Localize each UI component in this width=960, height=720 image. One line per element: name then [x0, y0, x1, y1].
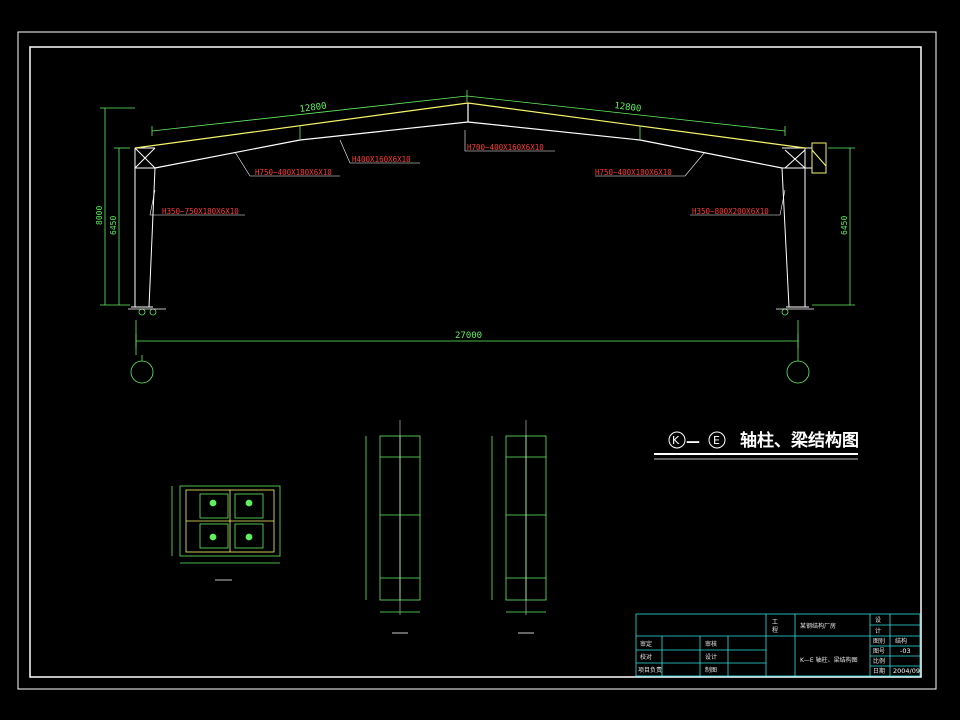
- label-leaders: [149, 130, 786, 216]
- tb-label-gong: 工: [772, 619, 778, 626]
- tb-sheet-no: -03: [900, 647, 911, 655]
- tb-label-cheng: 程: [772, 626, 778, 634]
- tb-left-label-4: 项目负责: [638, 666, 662, 674]
- tb-left-label-5: 制图: [705, 666, 717, 674]
- label-left-rafter: H750~400X180X6X10: [255, 168, 332, 177]
- label-right-column: H350~800X200X6X10: [692, 207, 769, 216]
- portal-frame: 12800 12800 27000 8000 6450 6450 H350~75…: [95, 90, 855, 384]
- right-column: [781, 142, 827, 308]
- base-plate-detail: [171, 485, 281, 581]
- label-mid-rafter: H400X160X6X10: [352, 155, 411, 164]
- flange-detail-1: [365, 420, 421, 634]
- title-axis-end: E: [713, 434, 720, 447]
- tb-left-label-2: 校对: [640, 653, 652, 661]
- tb-date-label: 日期: [873, 667, 885, 675]
- inner-border: [29, 46, 922, 678]
- title-axis-start: K: [672, 434, 680, 447]
- tb-drawing-name: K—E 轴柱、梁结构图: [800, 656, 858, 664]
- dim-left-span: 12800: [299, 101, 327, 115]
- tb-left-label-3: 设计: [705, 653, 717, 661]
- label-left-column: H350~750X180X6X10: [162, 207, 239, 216]
- left-column: [131, 147, 156, 308]
- tb-drawing-type: 图别: [873, 637, 885, 645]
- tb-stage-she: 设: [875, 616, 881, 624]
- dim-right-height: 6450: [840, 216, 849, 235]
- tb-date: 2004/09: [893, 667, 920, 675]
- label-ridge-rafter: H700~400X160X6X10: [467, 143, 544, 152]
- tb-sheet-label: 图号: [873, 648, 885, 655]
- tb-stage-ji: 计: [875, 627, 881, 635]
- title-text: 轴柱、梁结构图: [740, 430, 859, 451]
- dim-left-height-outer: 8000: [95, 206, 104, 225]
- dim-left-height-inner: 6450: [109, 216, 118, 235]
- column-bases: [128, 308, 814, 316]
- outer-border: [17, 31, 937, 690]
- dim-right-span: 12800: [614, 101, 642, 115]
- tb-left-label-0: 审定: [640, 640, 652, 648]
- drawing-title: K — E 轴柱、梁结构图: [654, 430, 859, 460]
- flange-detail-2: [491, 420, 547, 634]
- dim-total-span: 27000: [455, 331, 482, 341]
- label-right-rafter: H750~400X180X6X10: [595, 168, 672, 177]
- title-block: [635, 613, 921, 677]
- tb-left-label-1: 审核: [705, 640, 717, 648]
- tb-drawing-type-val: 结构: [895, 637, 907, 645]
- rafters: [134, 102, 806, 169]
- title-dash: —: [686, 434, 700, 450]
- tb-project: 某钢结构厂房: [800, 622, 836, 630]
- tb-scale-label: 比例: [873, 657, 885, 665]
- dimension-lines: [100, 90, 855, 384]
